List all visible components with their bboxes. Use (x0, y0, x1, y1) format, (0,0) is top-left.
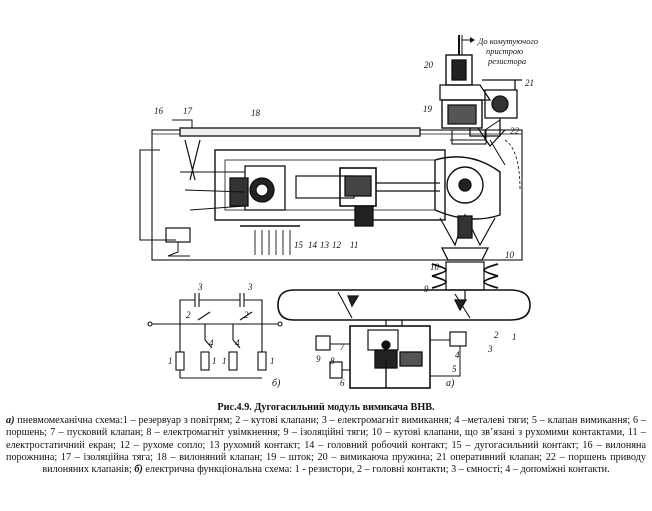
panel-b-label: б) (272, 378, 281, 389)
label-22: 22 (510, 126, 520, 136)
air-reservoir (277, 289, 531, 326)
label-b-3b: 3 (247, 282, 253, 292)
label-3: 3 (487, 344, 493, 354)
caption-a-label: а) (6, 415, 15, 427)
label-4: 4 (455, 350, 460, 360)
label-10b: 10 (505, 250, 515, 260)
caption-body: а) пневмомеханічна схема:1 – резервуар з… (6, 415, 646, 476)
label-7: 7 (340, 342, 345, 352)
note-line-1: До комутуючого (477, 36, 538, 46)
label-2: 2 (494, 330, 499, 340)
pneumatic-drive (315, 325, 467, 389)
label-9b: 9 (316, 354, 321, 364)
caption-b-label: б) (134, 464, 143, 476)
label-b-3a: 3 (197, 282, 203, 292)
label-b-4a: 4 (209, 338, 214, 348)
label-17: 17 (183, 106, 193, 116)
label-21: 21 (525, 78, 534, 88)
label-12: 12 (332, 240, 342, 250)
label-b-1c: 1 (222, 356, 227, 366)
commutating-valve-assembly: До комутуючого пристрою резистора (439, 35, 538, 147)
panel-a-label: a) (446, 378, 455, 389)
label-1: 1 (512, 332, 517, 342)
label-9a: 9 (424, 284, 429, 294)
note-line-2: пристрою (486, 46, 523, 56)
label-b-2b: 2 (244, 310, 249, 320)
caption-b-text: електрична функціональна схема: 1 - рези… (142, 464, 610, 476)
label-15: 15 (294, 240, 304, 250)
label-18: 18 (251, 108, 261, 118)
caption-a-text: пневмомеханічна схема:1 – резервуар з по… (6, 415, 646, 476)
label-6: 6 (340, 378, 345, 388)
label-b-2a: 2 (186, 310, 191, 320)
label-5: 5 (452, 364, 457, 374)
note-line-3: резистора (487, 56, 526, 66)
label-19: 19 (423, 104, 433, 114)
label-13: 13 (320, 240, 330, 250)
label-b-1a: 1 (168, 356, 173, 366)
label-16: 16 (154, 106, 164, 116)
arc-chamber-assembly (139, 119, 523, 261)
label-10a: 10 (430, 262, 440, 272)
label-b-1d: 1 (270, 356, 275, 366)
figure-caption: Рис.4.9. Дугогасильний модуль вимикача В… (6, 402, 646, 476)
label-b-4b: 4 (235, 338, 240, 348)
label-b-1b: 1 (212, 356, 217, 366)
electrical-scheme (147, 293, 283, 379)
insulating-column (431, 247, 499, 300)
caption-title: Рис.4.9. Дугогасильний модуль вимикача В… (217, 402, 435, 413)
breaker-diagram: До комутуючого пристрою резистора (139, 35, 538, 389)
label-14: 14 (308, 240, 318, 250)
label-20: 20 (424, 60, 434, 70)
label-8: 8 (330, 356, 335, 366)
label-11: 11 (350, 240, 358, 250)
